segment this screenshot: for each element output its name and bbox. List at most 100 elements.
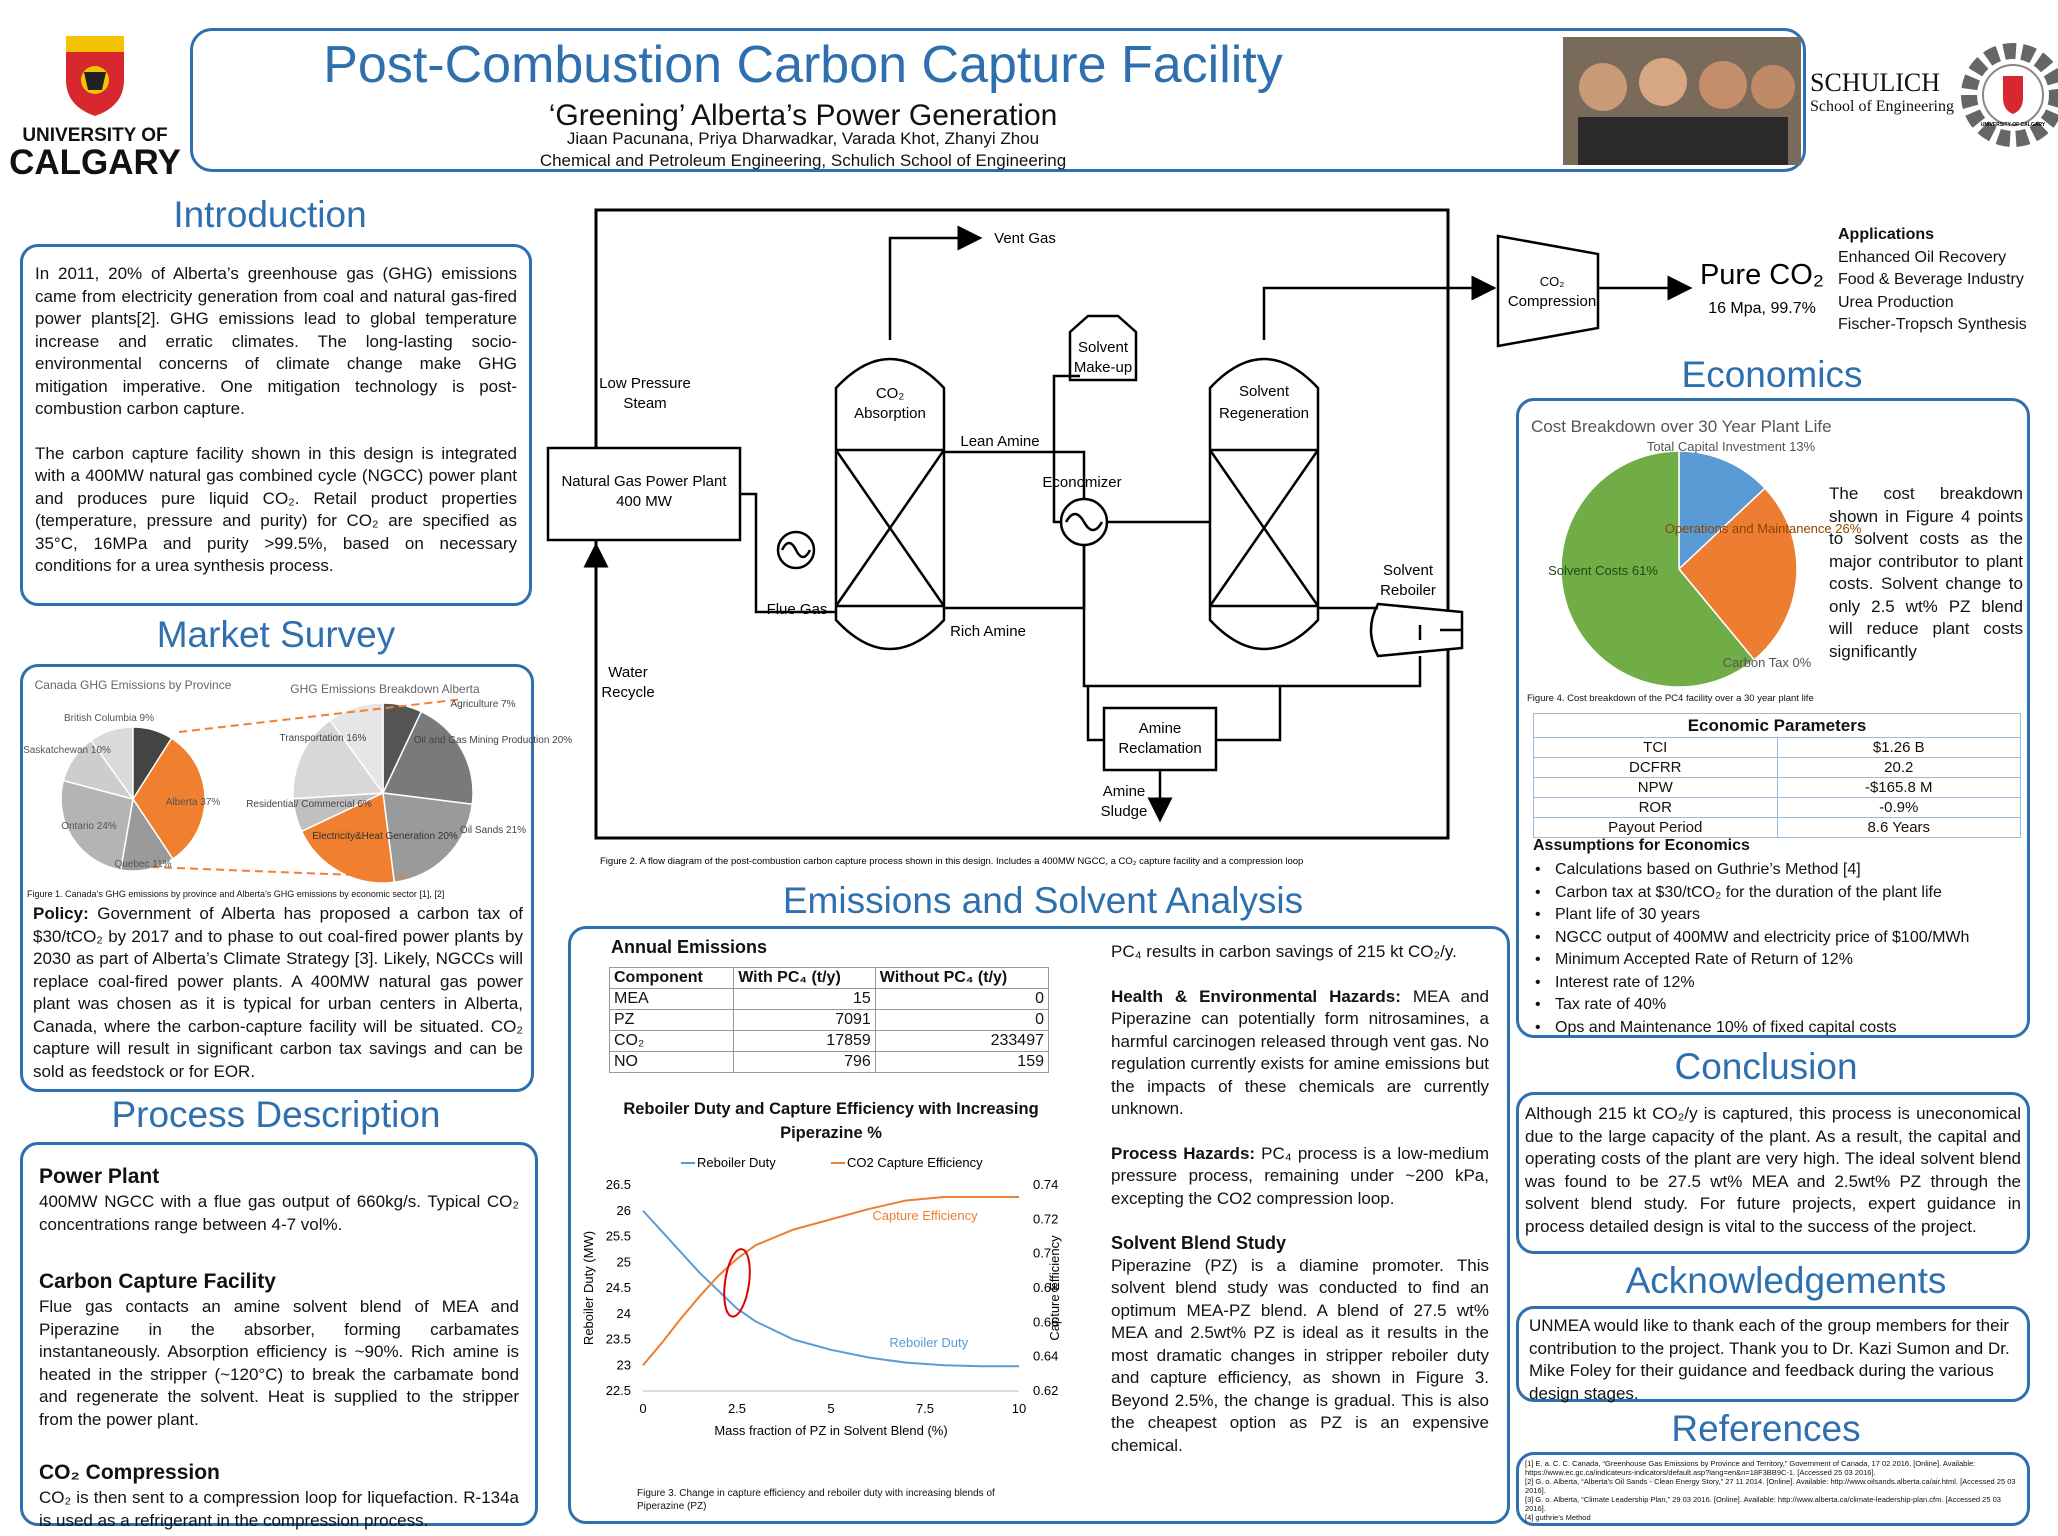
policy-text: Government of Alberta has proposed a car… — [33, 904, 523, 1081]
table-cell: -0.9% — [1776, 797, 2021, 818]
table-cell: 8.6 Years — [1776, 817, 2021, 838]
applications-title: Applications — [1838, 226, 1935, 243]
connector-bottom — [150, 866, 406, 878]
y-tick-label: 24 — [617, 1306, 631, 1321]
list-item: Interest rate of 12% — [1533, 972, 2023, 995]
absorber-label-2: Absorption — [854, 405, 926, 422]
table-cell: 15 — [733, 988, 876, 1010]
reference-item: [4] guthrie's Method — [1525, 1513, 1591, 1522]
process-heading: Process Description — [111, 1094, 441, 1135]
economics-heading: Economics — [1681, 354, 1863, 395]
annotation-capture: Capture Efficiency — [872, 1208, 978, 1223]
crest-icon — [66, 36, 124, 116]
table-cell: ROR — [1533, 797, 1778, 818]
table-cell: MEA — [608, 988, 735, 1010]
y-tick-label: 25 — [617, 1254, 631, 1269]
assumptions-title: Assumptions for Economics — [1533, 837, 1750, 854]
reference-item: [1] E. a. C. C. Canada, “Greenhouse Gas … — [1525, 1459, 1976, 1477]
power-plant-subheading: Power Plant — [39, 1165, 160, 1188]
y-tick-label: 24.5 — [606, 1280, 631, 1295]
uc-line1: UNIVERSITY OF — [22, 125, 168, 146]
figure-3-caption: Figure 3. Change in capture efficiency a… — [637, 1488, 995, 1512]
table-cell: 233497 — [874, 1030, 1050, 1052]
cost-label-tax: Carbon Tax 0% — [1723, 655, 1812, 670]
regen-label-1: Solvent — [1239, 383, 1290, 400]
table-cell: TCI — [1533, 737, 1778, 758]
policy-label: Policy: — [33, 904, 89, 923]
power-plant-text: 400MW NGCC with a flue gas output of 660… — [39, 1192, 519, 1234]
pie-slice — [381, 710, 474, 806]
emissions-right-column: PC₄ results in carbon savings of 215 kt … — [1111, 941, 1489, 1457]
figure-4-caption: Figure 4. Cost breakdown of the PC4 faci… — [1527, 693, 1814, 704]
pie-slice — [329, 702, 384, 796]
cost-label-om: Operations and Maintanence 26% — [1665, 521, 1862, 536]
application-item: Urea Production — [1838, 293, 1954, 311]
applications-list: Applications Enhanced Oil Recovery Food … — [1838, 224, 2027, 337]
blend-study-text: Piperazine (PZ) is a diamine promoter. T… — [1111, 1255, 1489, 1455]
y-tick-label: 23 — [617, 1357, 631, 1372]
table-row: NPW-$165.8 M — [1533, 777, 2021, 798]
market-pie-charts: Canada GHG Emissions by Province GHG Emi… — [23, 678, 572, 884]
pie-slice — [382, 792, 474, 884]
pie2-label-ag: Agriculture 7% — [450, 699, 515, 710]
connector-top — [178, 698, 464, 733]
water-label-2: Recycle — [601, 684, 654, 701]
legend-label: Reboiler Duty — [697, 1155, 776, 1170]
pie1-label-qc: Quebec 11% — [114, 859, 171, 870]
process-hazards-text: PC₄ process is a low-medium pressure pro… — [1111, 1143, 1489, 1208]
affiliation: Chemical and Petroleum Engineering, Schu… — [539, 151, 1067, 170]
lean-amine-label: Lean Amine — [960, 433, 1039, 450]
pie-slice — [132, 726, 173, 802]
y2-tick-label: 0.74 — [1033, 1177, 1058, 1192]
compressor-label-1: CO₂ — [1540, 274, 1565, 289]
table-cell: 0 — [874, 1009, 1050, 1031]
health-text: MEA and Piperazine can potentially form … — [1111, 986, 1490, 1119]
y2-tick-label: 0.68 — [1033, 1280, 1058, 1295]
application-item: Food & Beverage Industry — [1838, 271, 2024, 288]
ngpp-label-1: Natural Gas Power Plant — [561, 473, 727, 490]
pie1-label-sk: Saskatchewan 10% — [23, 745, 111, 756]
market-heading: Market Survey — [156, 614, 396, 655]
table-cell: Payout Period — [1533, 817, 1778, 838]
conclusion-box: Although 215 kt CO₂/y is captured, this … — [1516, 1092, 2030, 1254]
cost-pie-chart: Total Capital Investment 13% Operations … — [1548, 439, 1862, 688]
list-item: Ops and Maintenance 10% of fixed capital… — [1533, 1017, 2023, 1040]
pie-slice — [292, 719, 385, 800]
legend-label: CO2 Capture Efficiency — [847, 1155, 983, 1170]
reboiler-label-2: Reboiler — [1380, 582, 1436, 599]
reclamation-label-2: Reclamation — [1118, 740, 1201, 757]
process-hazards-label: Process Hazards: — [1111, 1143, 1256, 1163]
y-axis-label: Reboiler Duty (MW) — [581, 1231, 596, 1345]
table-cell: NO — [608, 1051, 735, 1073]
x-tick-label: 10 — [1012, 1401, 1026, 1416]
application-item: Fischer-Tropsch Synthesis — [1838, 316, 2027, 333]
table-row: TCI$1.26 B — [1533, 737, 2021, 758]
y-tick-label: 26 — [617, 1203, 631, 1218]
rich-amine-label: Rich Amine — [950, 623, 1026, 640]
list-item: Tax rate of 40% — [1533, 994, 2023, 1017]
table-row: ROR-0.9% — [1533, 797, 2021, 818]
authors: Jiaan Pacunana, Priya Dharwadkar, Varada… — [566, 129, 1040, 148]
col-header: With PC₄ (t/y) — [733, 967, 876, 989]
table-cell: CO₂ — [608, 1030, 735, 1052]
economics-box: Cost Breakdown over 30 Year Plant Life T… — [1516, 398, 2030, 1040]
reference-item: [3] G. o. Alberta, “Climate Leadership P… — [1525, 1495, 2001, 1513]
reference-item: [2] G. o. Alberta, “Alberta’s Oil Sands … — [1525, 1477, 2016, 1495]
cost-label-tci: Total Capital Investment 13% — [1647, 439, 1816, 454]
pie2-label-rc: Residential/ Commercial 6% — [246, 799, 372, 810]
blend-study-title: Solvent Blend Study — [1111, 1233, 1287, 1253]
reclamation-label-1: Amine — [1139, 720, 1182, 737]
ngpp-label-2: 400 MW — [616, 493, 673, 510]
pie-slice — [1560, 450, 1756, 688]
team-photo — [1563, 37, 1801, 165]
table-cell: 796 — [733, 1051, 876, 1073]
schulich-line1: SCHULICH — [1810, 68, 1941, 97]
references-heading: References — [1671, 1408, 1861, 1449]
pie2 — [292, 702, 474, 884]
y-tick-label: 26.5 — [606, 1177, 631, 1192]
ack-heading: Acknowledgements — [1625, 1260, 1947, 1301]
